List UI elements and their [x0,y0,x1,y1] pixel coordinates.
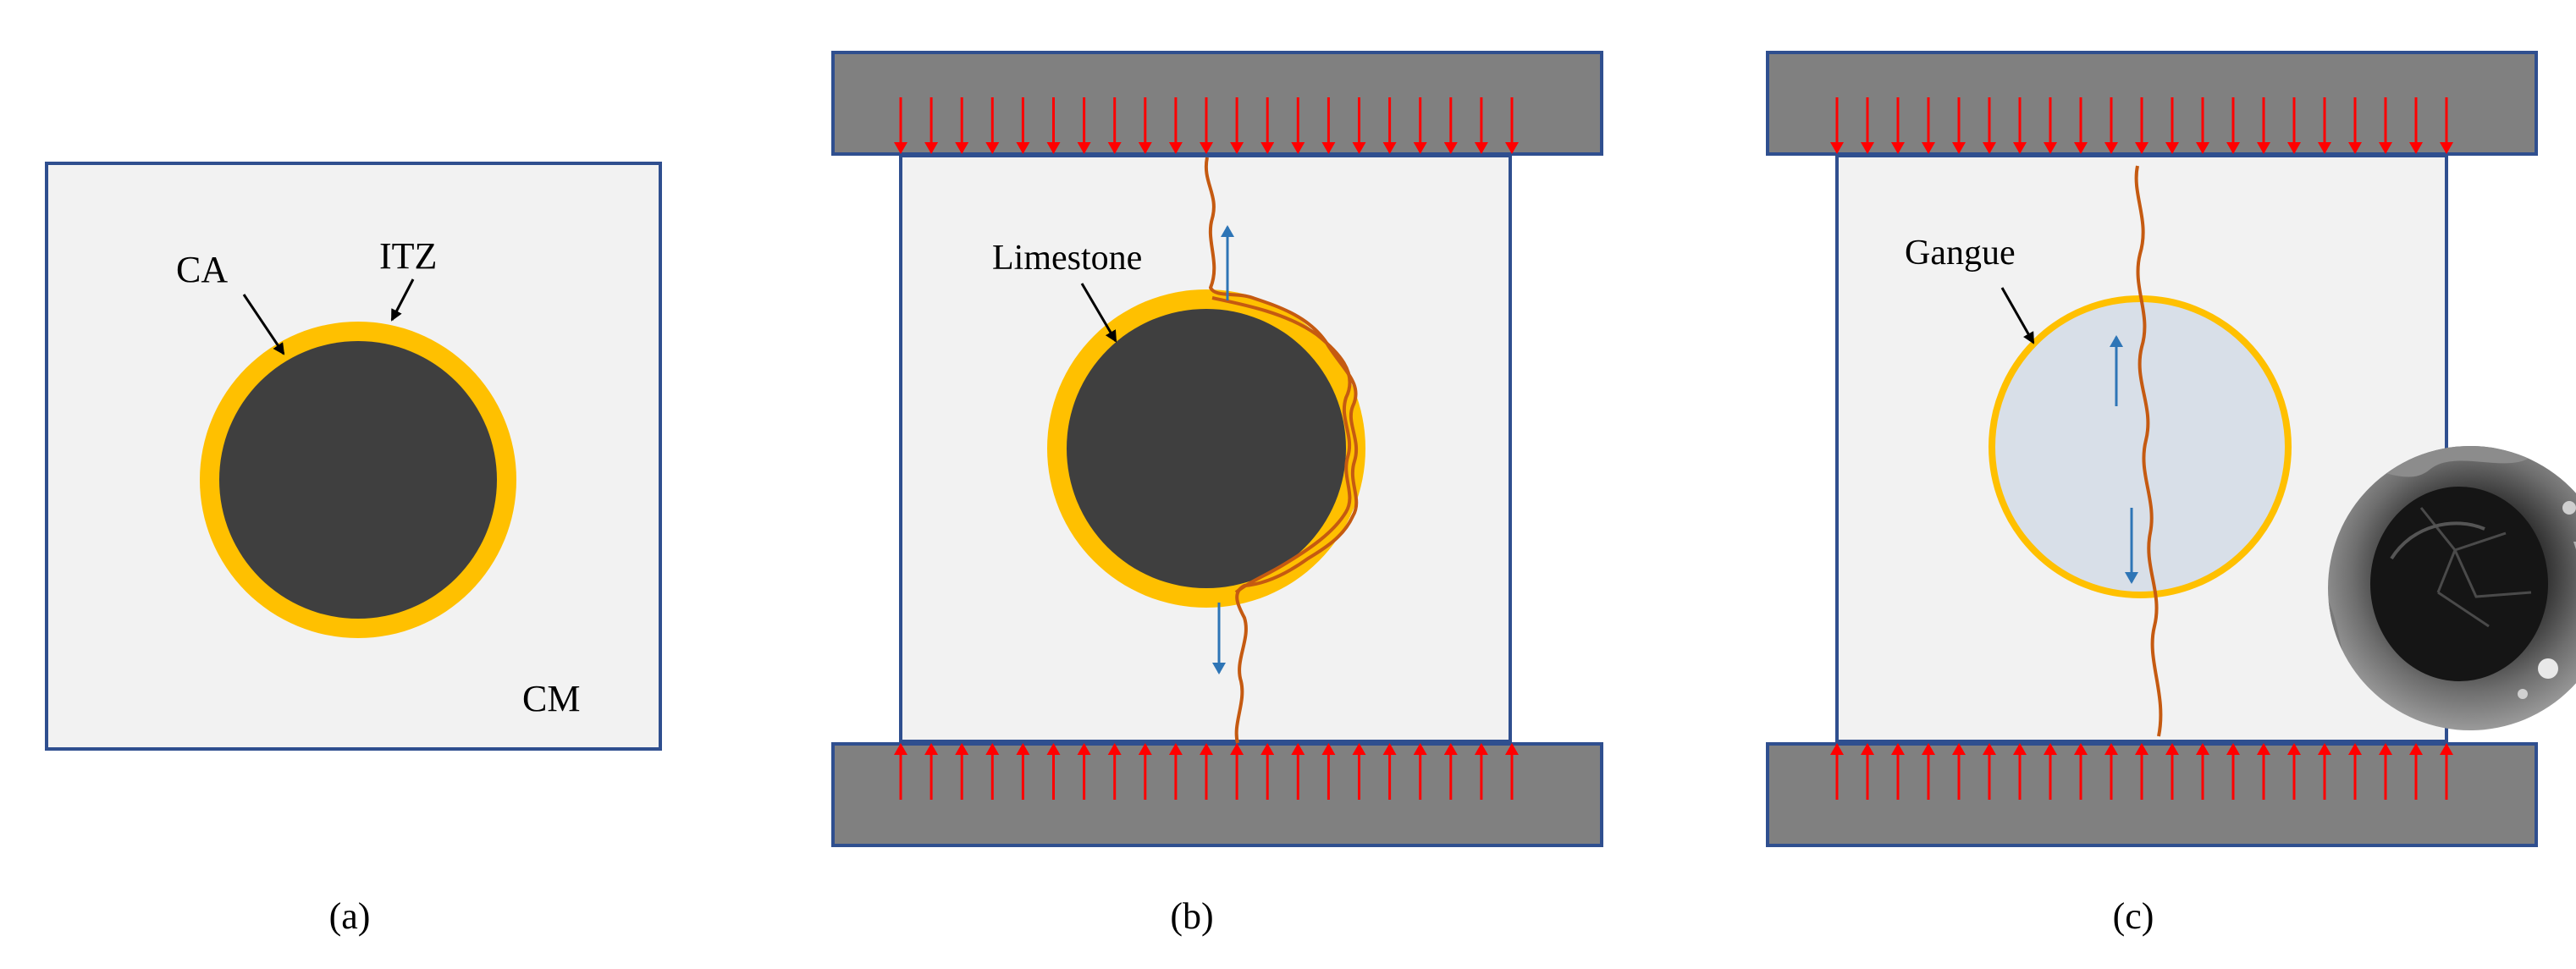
itz-pointer-arrow [390,278,415,322]
coarse-aggregate [219,341,497,619]
itz-label: ITZ [379,235,437,277]
bottom-load-arrows [894,743,1519,800]
limestone-aggregate [1067,309,1346,588]
bottom-load-arrows [1830,743,2453,800]
panel-b: Limestone (b) [831,51,1603,937]
crack-path [1204,157,1359,744]
gangue-label: Gangue [1905,234,2016,273]
caption-c: (c) [2113,895,2154,937]
limestone-pointer-arrow [1080,283,1117,343]
gangue-aggregate [1989,295,2292,598]
limestone-label: Limestone [992,239,1142,278]
crack-path-rim [1211,296,1352,594]
top-load-arrows [894,97,1519,154]
caption-b: (b) [1170,895,1213,937]
bottom-platen [831,742,1603,847]
top-platen [1766,51,2538,156]
top-platen [831,51,1603,156]
panel-c: Gangue (c) [1766,51,2576,937]
cm-label: CM [522,678,580,719]
bottom-platen [1766,742,2538,847]
gangue-pointer-arrow [2000,287,2035,344]
caption-a: (a) [329,895,371,937]
ca-label: CA [176,249,228,290]
panel-a: CA ITZ CM (a) [45,162,662,937]
crack-path [2134,165,2163,737]
top-load-arrows [1830,97,2453,154]
ca-pointer-arrow [242,294,285,355]
